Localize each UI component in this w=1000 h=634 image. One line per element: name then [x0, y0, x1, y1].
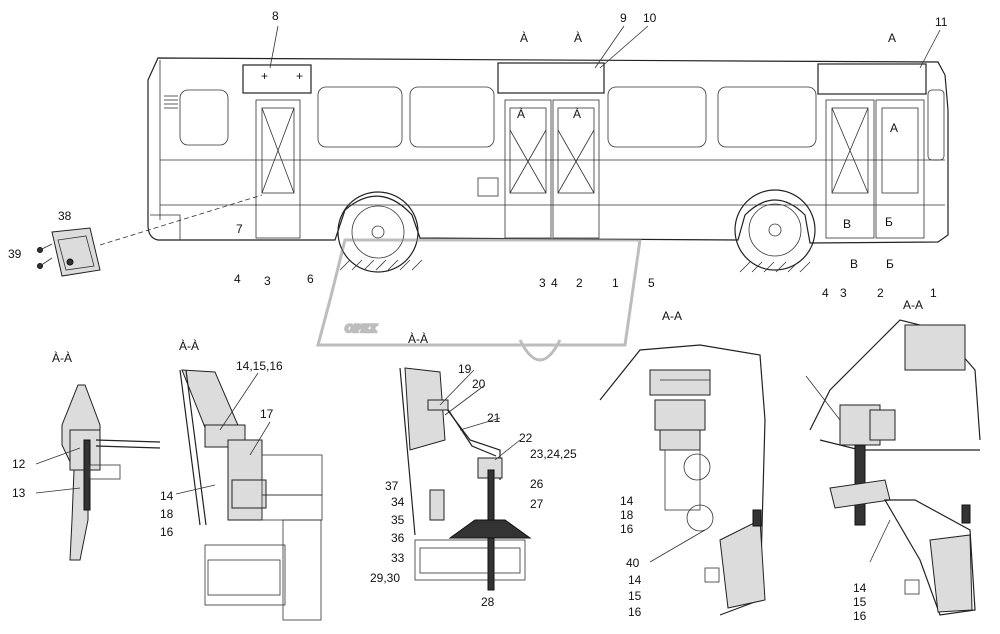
- leader-lines: [35, 25, 941, 563]
- section-mark-a: À: [520, 30, 528, 45]
- window: [409, 86, 495, 148]
- callout-4m: 4: [551, 276, 558, 290]
- callout-2r: 2: [877, 286, 884, 300]
- callout-13: 13: [12, 486, 26, 500]
- bus-body-outline: [147, 57, 949, 244]
- bus-side-view: + +: [99, 57, 949, 273]
- watermark-text: OPEX: [345, 321, 378, 335]
- callout-33: 35: [391, 513, 405, 527]
- section-title: A-A: [662, 309, 682, 323]
- callout-28: 28: [481, 595, 495, 609]
- callout-3: 3: [264, 274, 271, 288]
- callout-16: 16: [853, 609, 867, 623]
- callout-19: 19: [458, 362, 472, 376]
- callout-32: 34: [391, 495, 405, 509]
- callout-3r: 3: [840, 286, 847, 300]
- callout-18: 18: [160, 507, 174, 521]
- callout-9: 9: [620, 11, 627, 25]
- window: [717, 86, 817, 148]
- callout-6: 6: [307, 272, 314, 286]
- section-1: [61, 384, 161, 561]
- section-5: [809, 319, 981, 616]
- section-mark-a: A: [890, 121, 898, 135]
- grille: [164, 95, 178, 109]
- section-mark-b: Б: [886, 257, 894, 271]
- callout-29-30: 29,30: [370, 571, 400, 585]
- callout-4: 4: [234, 272, 241, 286]
- section-mark-v: В: [850, 257, 858, 271]
- section-3: [399, 367, 532, 591]
- callout-16: 16: [620, 522, 634, 536]
- callout-18: 18: [620, 508, 634, 522]
- section-profile: [61, 384, 101, 561]
- door-front: + +: [242, 64, 312, 239]
- bracket-detail: [37, 227, 101, 277]
- callout-14-15-16: 14,15,16: [236, 359, 283, 373]
- section-2: [179, 369, 323, 621]
- section-mark-b: Б: [885, 215, 893, 229]
- section-mark-a: À: [517, 106, 525, 121]
- svg-text:+: +: [261, 69, 268, 83]
- callout-11: 11: [935, 15, 948, 29]
- callout-16: 16: [160, 525, 174, 539]
- callout-8: 8: [272, 9, 279, 23]
- door-rear: [817, 63, 927, 239]
- callout-27: 27: [530, 497, 544, 511]
- callout-14: 14: [628, 573, 642, 587]
- window: [607, 86, 707, 148]
- svg-text:+: +: [296, 69, 303, 83]
- callout-17: 17: [260, 407, 274, 421]
- window-front: [179, 89, 229, 146]
- callout-26: 26: [530, 477, 544, 491]
- callout-20: 20: [472, 377, 486, 391]
- callout-14: 14: [620, 494, 634, 508]
- callout-34: 36: [391, 531, 405, 545]
- callout-10: 10: [643, 11, 657, 25]
- callout-3m: 3: [539, 276, 546, 290]
- section-mark-a: À: [573, 106, 581, 121]
- callout-36: 38: [58, 209, 72, 223]
- section-title: À-À: [408, 331, 428, 346]
- wheel-front: [337, 191, 419, 273]
- window: [317, 86, 403, 148]
- callout-15: 15: [853, 595, 867, 609]
- callout-37: 39: [8, 247, 22, 261]
- callout-labels: 7 7 4 3 6 8 9 10 11 3 4 2 1 5 4 3 2 1 38…: [8, 9, 948, 623]
- window-rear: [927, 89, 945, 161]
- callout-5: 5: [648, 276, 655, 290]
- section-title: A-A: [903, 298, 923, 312]
- callout-35: 37: [385, 479, 399, 493]
- callout-14: 14: [853, 581, 867, 595]
- callout-4r: 4: [822, 286, 829, 300]
- section-mark-v: В: [843, 217, 851, 231]
- section-profile: [404, 367, 446, 451]
- section-title: À-À: [52, 350, 72, 365]
- callout-7: 7: [236, 222, 243, 236]
- callout-21: 21: [487, 411, 501, 425]
- ground-hatching: [339, 259, 811, 273]
- section-4: [599, 344, 766, 616]
- callout-2m: 2: [576, 276, 583, 290]
- wheel-rear: [734, 189, 816, 271]
- callout-1r: 1: [930, 286, 937, 300]
- section-mark-a: À: [574, 30, 582, 45]
- watermark-logo: OPEX: [316, 238, 642, 362]
- callout-23-24-25: 23,24,25: [530, 447, 577, 461]
- callout-12: 12: [12, 457, 26, 471]
- section-title: À-À: [179, 338, 199, 353]
- callout-22: 22: [519, 431, 533, 445]
- callout-14: 14: [160, 489, 174, 503]
- callout-31: 33: [391, 551, 405, 565]
- door-middle: [477, 62, 605, 239]
- section-mark-a: A: [888, 31, 896, 45]
- callout-15: 15: [628, 589, 642, 603]
- callout-1m: 1: [612, 276, 619, 290]
- callout-38: 40: [626, 556, 640, 570]
- callout-16: 16: [628, 605, 642, 619]
